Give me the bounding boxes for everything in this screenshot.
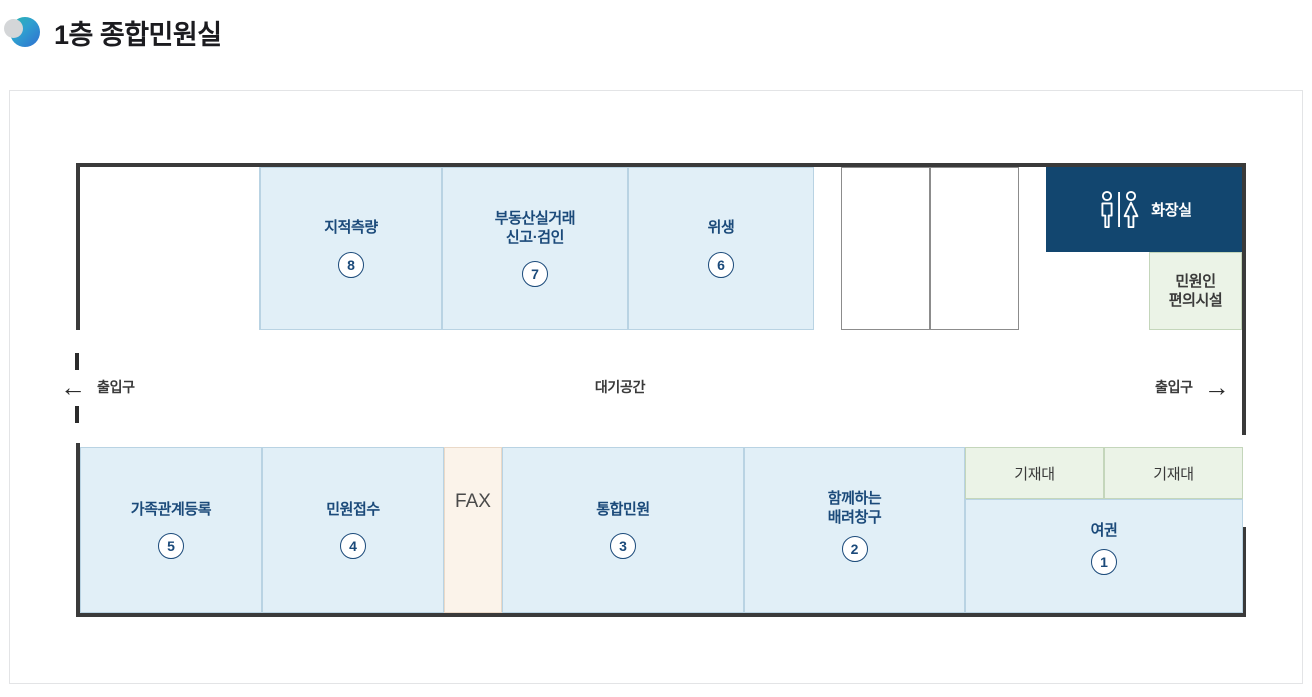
fax-label: FAX — [455, 491, 491, 512]
restroom-icon — [1096, 190, 1142, 230]
room-number-badge: 2 — [841, 535, 868, 562]
room-label: 가족관계등록 — [130, 500, 212, 518]
room-empty-top-left[interactable] — [80, 167, 260, 330]
room-civil-application-reception[interactable]: 민원접수 4 — [262, 447, 444, 613]
page-header: 1층 종합민원실 — [0, 4, 222, 60]
room-sanitation[interactable]: 위생 6 — [628, 167, 814, 330]
room-label: 민원접수 — [326, 500, 380, 518]
restroom-label: 화장실 — [1151, 202, 1192, 219]
room-number-badge: 8 — [338, 251, 364, 278]
writing-desk-label: 기재대 — [1153, 465, 1194, 483]
room-number-badge: 3 — [610, 533, 636, 560]
room-fax[interactable]: FAX — [444, 447, 502, 613]
arrow-right-icon: → — [1203, 372, 1230, 402]
floorplan-stage: 지적측량 8 부동산실거래 신고·검인 7 위생 6 — [10, 91, 1304, 685]
room-number-badge: 4 — [340, 533, 366, 560]
room-number-badge: 1 — [1091, 548, 1117, 575]
room-integrated-civil-service[interactable]: 통합민원 3 — [502, 447, 744, 613]
room-passport[interactable]: 여권 1 — [965, 499, 1243, 613]
bottom-wall — [76, 613, 1246, 617]
room-restroom[interactable]: 화장실 — [1046, 167, 1242, 252]
room-white-box-2[interactable] — [930, 167, 1019, 330]
room-family-relation-registry[interactable]: 가족관계등록 5 — [80, 447, 262, 613]
writing-desk-2[interactable]: 기재대 — [1104, 447, 1243, 499]
crescent-moon-icon — [4, 14, 40, 50]
room-number-badge: 5 — [158, 533, 184, 560]
writing-desk-1[interactable]: 기재대 — [965, 447, 1104, 499]
room-label: 지적측량 — [324, 219, 378, 237]
convenience-facility-label: 민원인 편의시설 — [1168, 272, 1223, 310]
room-convenience-facility[interactable]: 민원인 편의시설 — [1149, 252, 1242, 330]
left-entrance[interactable]: ← 출입구 — [60, 373, 220, 401]
right-entrance-label: 출입구 — [1155, 379, 1193, 395]
bottom-right-wall — [1242, 527, 1246, 617]
room-label: 통합민원 — [596, 500, 650, 518]
right-entrance[interactable]: 출입구 → — [1155, 373, 1295, 401]
room-cadastral-survey[interactable]: 지적측량 8 — [260, 167, 442, 330]
room-number-badge: 6 — [708, 251, 734, 278]
room-label: 부동산실거래 신고·검인 — [494, 209, 576, 246]
left-door-tick-bottom — [75, 406, 79, 423]
top-wall — [76, 163, 1246, 167]
page-title: 1층 종합민원실 — [54, 19, 222, 50]
room-number-badge: 7 — [522, 261, 548, 288]
room-label: 여권 — [1090, 522, 1118, 539]
right-perimeter-wall — [1242, 163, 1246, 435]
room-consideration-window[interactable]: 함께하는 배려창구 2 — [744, 447, 965, 613]
waiting-area-label-wrap: 대기공간 — [530, 373, 710, 401]
arrow-left-icon: ← — [60, 372, 86, 402]
top-left-wall — [76, 163, 80, 330]
room-real-estate-transaction[interactable]: 부동산실거래 신고·검인 7 — [442, 167, 628, 330]
room-white-box-1[interactable] — [841, 167, 930, 330]
bottom-left-wall — [76, 443, 80, 617]
room-label: 함께하는 배려창구 — [827, 490, 882, 526]
left-door-tick-top — [75, 353, 79, 370]
left-entrance-label: 출입구 — [97, 379, 135, 395]
writing-desk-label: 기재대 — [1014, 465, 1055, 483]
room-label: 위생 — [707, 219, 735, 237]
floorplan-card: 지적측량 8 부동산실거래 신고·검인 7 위생 6 — [9, 90, 1303, 684]
waiting-area-label: 대기공간 — [594, 379, 646, 395]
